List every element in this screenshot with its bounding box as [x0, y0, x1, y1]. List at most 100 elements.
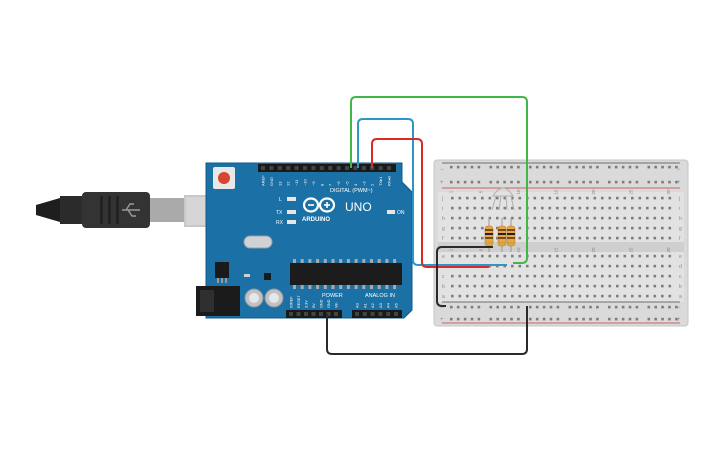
- analog-header[interactable]: [352, 310, 402, 318]
- header-pin[interactable]: [328, 166, 333, 170]
- header-pin[interactable]: [336, 166, 341, 170]
- digital-header[interactable]: [258, 164, 396, 172]
- header-pin[interactable]: [319, 166, 324, 170]
- pin-label: 13: [277, 181, 282, 186]
- pin-label: ~9: [311, 181, 316, 186]
- row-label: e: [679, 254, 682, 260]
- pin-label: A3: [378, 302, 383, 308]
- reset-button[interactable]: [213, 167, 235, 189]
- capacitor-1: [244, 288, 264, 308]
- row-label: e: [442, 254, 445, 260]
- smd-component: [244, 274, 250, 277]
- status-leds: L TX RX: [276, 197, 296, 226]
- rail-label-minus: −: [677, 167, 681, 173]
- header-pin[interactable]: [269, 166, 274, 170]
- voltage-regulator: [215, 262, 229, 283]
- brand-label: ARDUINO: [302, 217, 330, 223]
- breadboard-holes[interactable]: [450, 165, 678, 321]
- power-led: [387, 210, 395, 214]
- header-pin[interactable]: [304, 312, 308, 316]
- rail-label-plus: +: [677, 317, 681, 323]
- pin-label: GND: [327, 299, 331, 308]
- power-header[interactable]: [286, 310, 342, 318]
- header-pin[interactable]: [261, 166, 265, 170]
- column-label: 25: [628, 189, 633, 195]
- header-pin[interactable]: [294, 166, 299, 170]
- pin-label: A5: [394, 302, 399, 308]
- pin-label: 3.3V: [305, 300, 309, 308]
- header-pin[interactable]: [319, 312, 323, 316]
- microcontroller-chip: [290, 259, 402, 289]
- wire-blue[interactable]: [357, 118, 507, 266]
- header-pin[interactable]: [378, 166, 383, 170]
- resistor-2[interactable]: [497, 218, 507, 252]
- header-pin[interactable]: [394, 312, 398, 316]
- header-pin[interactable]: [277, 166, 282, 170]
- header-pin[interactable]: [361, 166, 366, 170]
- column-label: 25: [628, 247, 633, 253]
- rail-label-plus: +: [677, 180, 681, 186]
- pin-label: A1: [362, 302, 367, 308]
- column-label: 5: [478, 190, 483, 193]
- column-label: 1: [448, 248, 453, 251]
- header-pin[interactable]: [370, 312, 375, 316]
- row-label: d: [679, 264, 682, 270]
- pin-label: AREF: [261, 175, 266, 186]
- rail-label-plus: +: [440, 317, 444, 323]
- row-label: h: [679, 216, 682, 222]
- column-label: 30: [666, 189, 671, 195]
- header-pin[interactable]: [311, 166, 316, 170]
- power-label: POWER: [322, 293, 343, 299]
- pin-label: 12: [286, 181, 291, 186]
- wire-red[interactable]: [371, 138, 489, 268]
- header-pin[interactable]: [386, 312, 391, 316]
- pin-label: ~5: [345, 181, 350, 186]
- wire-black-power[interactable]: [326, 306, 528, 355]
- column-label: 20: [591, 247, 596, 253]
- pin-label: GND: [320, 299, 324, 308]
- analog-label: ANALOG IN: [365, 293, 395, 299]
- header-pin[interactable]: [387, 166, 391, 170]
- usb-icon: [122, 203, 140, 217]
- header-pin[interactable]: [355, 312, 359, 316]
- row-label: b: [442, 284, 445, 290]
- header-pin[interactable]: [345, 166, 349, 170]
- row-label: g: [442, 226, 445, 232]
- header-pin[interactable]: [334, 312, 338, 316]
- wire-green[interactable]: [350, 96, 528, 264]
- column-label: 15: [553, 189, 558, 195]
- pin-label: A0: [355, 302, 360, 308]
- pin-label: RX◂0: [387, 175, 392, 186]
- rail-label-minus: −: [677, 305, 681, 311]
- resistor-3[interactable]: [506, 218, 516, 252]
- header-pin[interactable]: [362, 312, 367, 316]
- rgb-led[interactable]: [491, 187, 515, 211]
- row-label: j: [441, 196, 443, 202]
- header-pin[interactable]: [303, 166, 307, 170]
- pin-label: 7: [328, 183, 333, 186]
- header-pin[interactable]: [289, 312, 293, 316]
- wire-black-gnd[interactable]: [436, 246, 493, 307]
- crystal: [243, 235, 273, 249]
- pin-label: 5V: [312, 303, 316, 308]
- pin-label: A4: [386, 302, 391, 308]
- header-pin[interactable]: [378, 312, 383, 316]
- row-label: i: [442, 206, 443, 212]
- pin-label: GND: [269, 177, 274, 186]
- header-pin[interactable]: [311, 312, 316, 316]
- column-label: 1: [448, 190, 453, 193]
- header-pin[interactable]: [286, 166, 291, 170]
- led-label-l: L: [279, 197, 282, 203]
- led-label-tx: TX: [276, 210, 283, 216]
- power-jack[interactable]: [196, 286, 240, 316]
- header-pin[interactable]: [326, 312, 331, 316]
- header-pin[interactable]: [296, 312, 301, 316]
- header-pin[interactable]: [353, 166, 358, 170]
- pin-label: 4: [353, 183, 358, 186]
- column-label: 30: [666, 247, 671, 253]
- capacitor-2: [264, 288, 284, 308]
- led-label-rx: RX: [276, 220, 284, 226]
